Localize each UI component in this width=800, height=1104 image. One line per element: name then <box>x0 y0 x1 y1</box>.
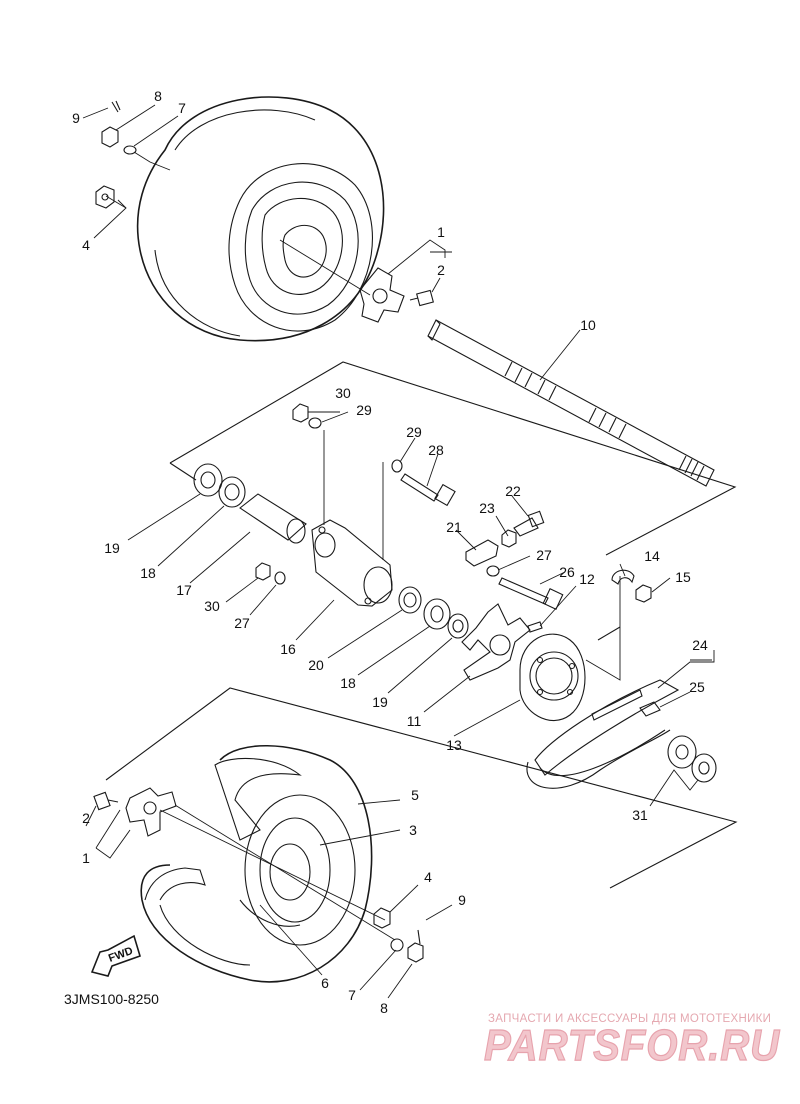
fwd-arrow-icon: FWD <box>90 934 141 977</box>
assembly-outline-middle <box>169 361 737 556</box>
callout-29a: 29 <box>356 402 372 418</box>
drive-chain-24 <box>526 679 680 789</box>
washer-29-top <box>308 417 322 429</box>
callout-30b: 30 <box>204 598 220 614</box>
adjuster-21 <box>465 539 499 567</box>
nut-30-left <box>255 562 271 581</box>
callout-28: 28 <box>428 442 444 458</box>
washer-27-right <box>486 565 500 577</box>
callout-6-bottom: 6 <box>321 975 329 991</box>
bolt-top <box>409 289 434 307</box>
nut-8-bottom <box>407 942 424 963</box>
bolt-22 <box>513 510 545 537</box>
callout-27b: 27 <box>234 615 250 631</box>
watermark: ЗАПЧАСТИ И АКСЕССУАРЫ ДЛЯ МОТОТЕХНИКИ PA… <box>483 1013 780 1071</box>
bottom-leader-lines <box>85 799 453 999</box>
nut-4-bottom <box>373 907 391 929</box>
top-leader-lines <box>82 104 446 293</box>
bolt-28 <box>400 473 456 507</box>
callout-11: 11 <box>407 713 422 729</box>
bolt-26 <box>498 577 564 610</box>
callout-20: 20 <box>308 657 324 673</box>
callout-21: 21 <box>446 519 462 535</box>
callout-14: 14 <box>644 548 660 564</box>
seal-19-right <box>447 613 469 639</box>
callout-4-top: 4 <box>82 237 90 253</box>
callout-25: 25 <box>689 679 705 695</box>
callout-18b: 18 <box>340 675 356 691</box>
axle-housing-16 <box>311 519 393 607</box>
hub-bottom <box>125 787 177 837</box>
nut-15 <box>635 584 652 603</box>
bearing-18-right <box>423 598 451 630</box>
bearing-19-left <box>193 463 223 497</box>
stud-12 <box>527 621 543 633</box>
callouts: 9 8 7 4 1 2 10 30 29 29 28 22 23 21 27 2… <box>72 88 708 1016</box>
callout-7-bottom: 7 <box>348 987 356 1003</box>
callout-17: 17 <box>176 582 192 598</box>
callout-9-top: 9 <box>72 110 80 126</box>
diagram-code: 3JMS100-8250 <box>64 991 159 1007</box>
callout-12: 12 <box>579 571 595 587</box>
bolt-bottom <box>93 791 119 811</box>
callout-10: 10 <box>580 317 596 333</box>
callout-31: 31 <box>632 807 648 823</box>
callout-19b: 19 <box>372 694 388 710</box>
collar-31 <box>667 735 717 783</box>
cotter-pin-9-bottom <box>417 929 421 945</box>
hub-top <box>359 267 405 323</box>
spacer-17 <box>239 493 307 544</box>
sprocket-hub-11 <box>461 603 531 681</box>
callout-8-bottom: 8 <box>380 1000 388 1016</box>
callout-2-bottom: 2 <box>82 810 90 826</box>
watermark-tagline: ЗАПЧАСТИ И АКСЕССУАРЫ ДЛЯ МОТОТЕХНИКИ <box>488 1013 771 1025</box>
callout-22: 22 <box>505 483 521 499</box>
callout-15: 15 <box>675 569 691 585</box>
nut-30-top <box>292 403 309 423</box>
watermark-brand: PARTSFOR.RU <box>484 1021 780 1070</box>
rear-sprocket-13 <box>519 633 586 721</box>
callout-7-top: 7 <box>178 100 186 116</box>
master-link-25 <box>639 701 661 717</box>
callout-8-top: 8 <box>154 88 162 104</box>
assembly-outline-bottom <box>105 687 738 889</box>
callout-26: 26 <box>559 564 575 580</box>
bearing-18-left <box>218 476 246 508</box>
top-fasteners <box>95 100 137 209</box>
callout-27a: 27 <box>536 547 552 563</box>
callout-9-bottom: 9 <box>458 892 466 908</box>
callout-2-top: 2 <box>437 262 445 278</box>
callout-24: 24 <box>692 637 708 653</box>
callout-19a: 19 <box>104 540 120 556</box>
washer-7-bottom <box>390 938 404 952</box>
callout-3-bottom: 3 <box>409 822 417 838</box>
callout-13: 13 <box>446 737 462 753</box>
rear-axle-shaft <box>427 319 715 487</box>
rear-wheel-right <box>136 96 385 342</box>
callout-4-bottom: 4 <box>424 869 432 885</box>
callout-1-top: 1 <box>437 224 445 240</box>
callout-5-bottom: 5 <box>411 787 419 803</box>
callout-1-bottom: 1 <box>82 850 90 866</box>
seal-20 <box>398 586 422 614</box>
callout-18a: 18 <box>140 565 156 581</box>
rear-wheel-left <box>140 744 373 983</box>
middle-leader-lines <box>127 411 715 807</box>
callout-23: 23 <box>479 500 495 516</box>
callout-29b: 29 <box>406 424 422 440</box>
washer-29-mid <box>391 459 403 473</box>
washer-27-left <box>274 571 286 585</box>
callout-30a: 30 <box>335 385 351 401</box>
callout-16: 16 <box>280 641 296 657</box>
nut-23 <box>501 529 517 548</box>
